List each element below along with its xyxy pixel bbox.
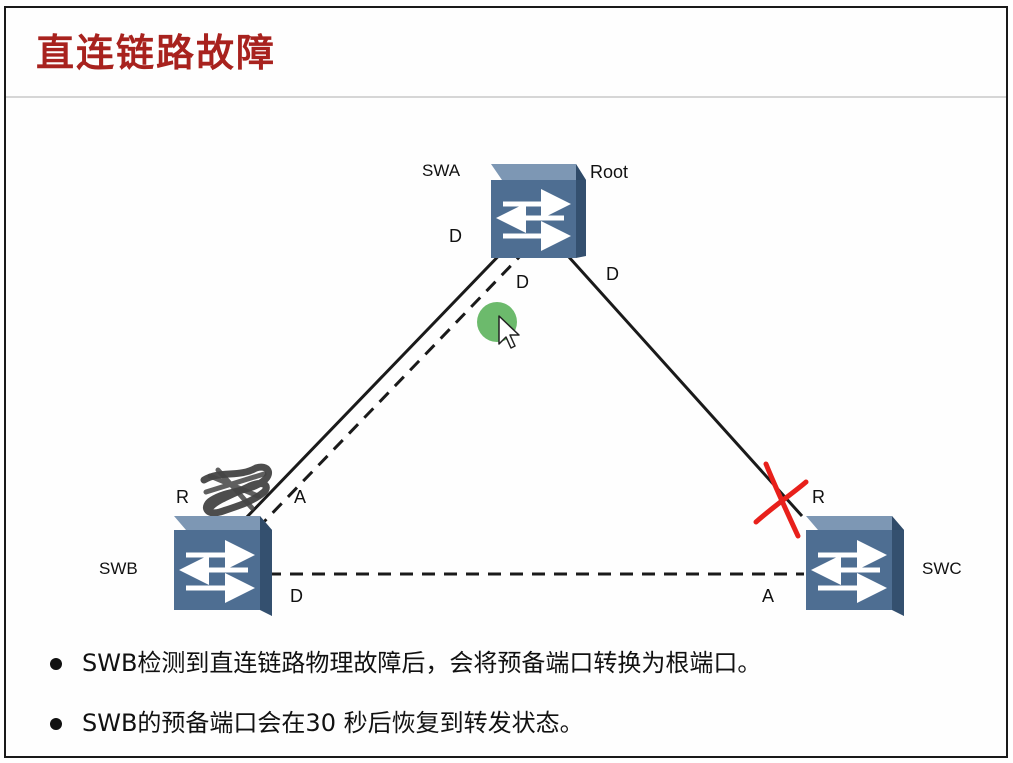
slide: 直连链路故障 bbox=[4, 6, 1008, 758]
port-label-swb-root: R bbox=[176, 487, 189, 507]
mouse-pointer-icon bbox=[498, 315, 520, 349]
x-mark-icon bbox=[753, 461, 809, 539]
bullet-item: SWB的预备端口会在30 秒后恢复到转发状态。 bbox=[50, 708, 761, 738]
bullet-item: SWB检测到直连链路物理故障后，会将预备端口转换为根端口。 bbox=[50, 648, 761, 678]
link-swa-swc bbox=[566, 254, 804, 518]
swb-label: SWB bbox=[99, 559, 138, 578]
stp-topology-diagram: SWA Root SWB SWC D D D R A D R A bbox=[99, 161, 962, 616]
title-divider bbox=[6, 96, 1006, 98]
slide-title: 直连链路故障 bbox=[36, 31, 277, 75]
port-label-swc-root: R bbox=[812, 487, 825, 507]
port-label-swc-alternate: A bbox=[762, 586, 774, 606]
scribble-mark bbox=[200, 463, 272, 517]
switch-swc-icon bbox=[806, 516, 904, 616]
switch-swb-icon bbox=[174, 516, 272, 616]
link-swa-swb bbox=[242, 241, 513, 522]
port-label-swa-right: D bbox=[606, 264, 619, 284]
swc-label: SWC bbox=[922, 559, 962, 578]
bullet-text: SWB检测到直连链路物理故障后，会将预备端口转换为根端口。 bbox=[82, 649, 762, 677]
bullet-dot-icon bbox=[50, 658, 62, 670]
port-label-swa-left: D bbox=[449, 226, 462, 246]
bullet-text: SWB的预备端口会在30 秒后恢复到转发状态。 bbox=[82, 709, 584, 737]
bullet-list: SWB检测到直连链路物理故障后，会将预备端口转换为根端口。 SWB的预备端口会在… bbox=[50, 648, 761, 756]
switch-swa-icon bbox=[491, 164, 586, 258]
bullet-dot-icon bbox=[50, 718, 62, 730]
port-label-swb-designated: D bbox=[290, 586, 303, 606]
port-label-swa-dashed: D bbox=[516, 272, 529, 292]
root-label: Root bbox=[590, 162, 628, 182]
swa-label: SWA bbox=[422, 161, 461, 180]
port-label-swb-alternate: A bbox=[294, 487, 306, 507]
